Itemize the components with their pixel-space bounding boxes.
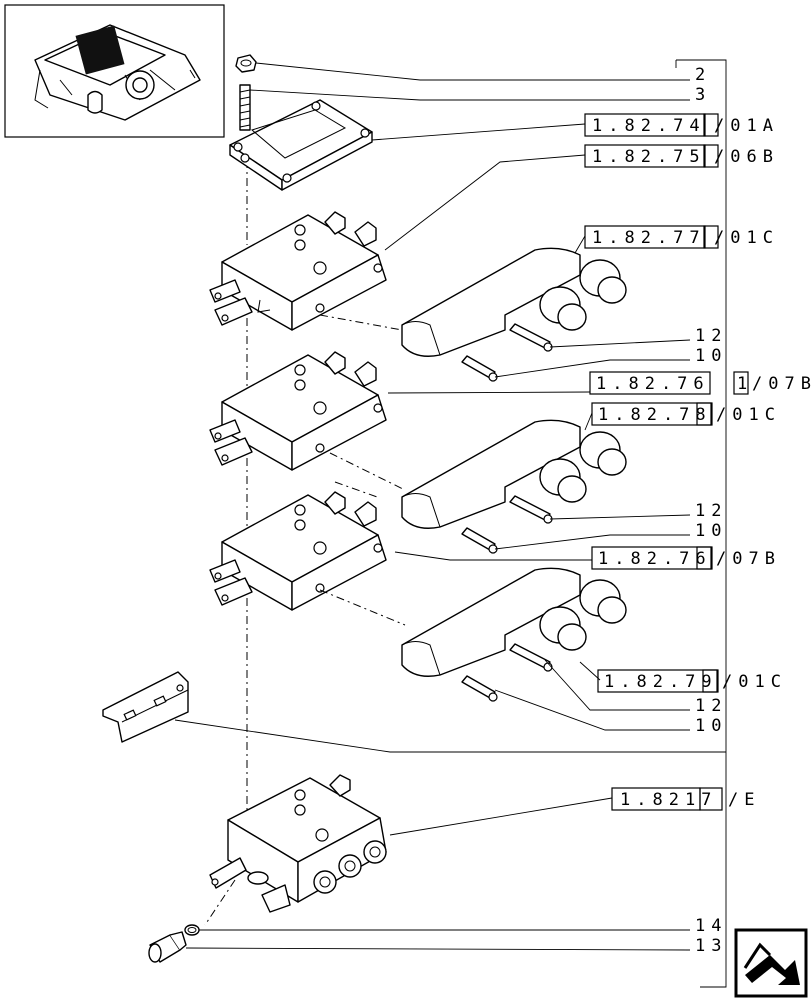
coupler-block-1 (401, 247, 627, 382)
svg-text:1.82.78: 1.82.78 (598, 405, 712, 425)
ref-1-82-77: 1.82.77 /01C (584, 225, 779, 249)
svg-text:/01A: /01A (714, 116, 779, 136)
svg-text:1.82.74: 1.82.74 (592, 116, 706, 136)
valve-section-2 (209, 351, 387, 471)
callout-10-a: 10 (695, 346, 727, 366)
ref-1-82-78: 1.82.78 /01C (591, 402, 781, 426)
ref-1-82-75: 1.82.75 /06B (584, 144, 779, 168)
callout-13: 13 (695, 936, 727, 956)
callout-10-c: 10 (695, 716, 727, 736)
ref-1-82-74: 1.82.74 /01A (584, 113, 779, 137)
coupler-block-2 (401, 419, 627, 554)
end-valve-section (209, 774, 387, 913)
leader-lines (174, 62, 726, 951)
callout-12-c: 12 (695, 696, 727, 716)
stud-part-3 (239, 84, 251, 131)
ref-1-82-17: 1.8217 /E (611, 787, 760, 811)
svg-text:1.82.75: 1.82.75 (592, 147, 706, 167)
valve-section-1 (209, 211, 387, 331)
coupler-block-3 (401, 567, 627, 702)
svg-text:/01C: /01C (716, 405, 781, 425)
svg-text:1.82.76: 1.82.76 (596, 374, 710, 394)
svg-text:/E: /E (728, 790, 760, 810)
callout-12-b: 12 (695, 501, 727, 521)
overview-thumbnail (4, 4, 225, 138)
ref-1-82-79: 1.82.79 /01C (597, 669, 787, 693)
mounting-bracket (102, 671, 189, 743)
svg-text:1.82.77: 1.82.77 (592, 228, 706, 248)
svg-text:/07B: /07B (752, 374, 812, 394)
callout-3: 3 (695, 85, 711, 105)
svg-text:/07B: /07B (716, 549, 781, 569)
svg-text:/06B: /06B (714, 147, 779, 167)
svg-text:/01C: /01C (722, 672, 787, 692)
svg-text:1.82.79: 1.82.79 (604, 672, 718, 692)
callout-2: 2 (695, 65, 711, 85)
nut-part-2 (235, 54, 257, 73)
o-ring-part-14 (184, 924, 200, 936)
plug-part-13 (148, 931, 187, 963)
svg-text:1.82.76: 1.82.76 (598, 549, 712, 569)
next-page-arrow-icon[interactable] (734, 928, 808, 998)
callout-10-b: 10 (695, 521, 727, 541)
ref-1-82-76-b: 1.82.76 /07B (591, 546, 781, 570)
callout-frame (675, 59, 727, 988)
valve-section-3 (209, 491, 387, 611)
callout-12-a: 12 (695, 326, 727, 346)
svg-text:/01C: /01C (714, 228, 779, 248)
callout-14: 14 (695, 916, 727, 936)
ref-1-82-76-a: 1.82.76 1 /07B (589, 371, 812, 395)
svg-text:1.8217: 1.8217 (620, 790, 717, 810)
cover-plate (229, 99, 373, 191)
svg-text:1: 1 (737, 374, 747, 394)
